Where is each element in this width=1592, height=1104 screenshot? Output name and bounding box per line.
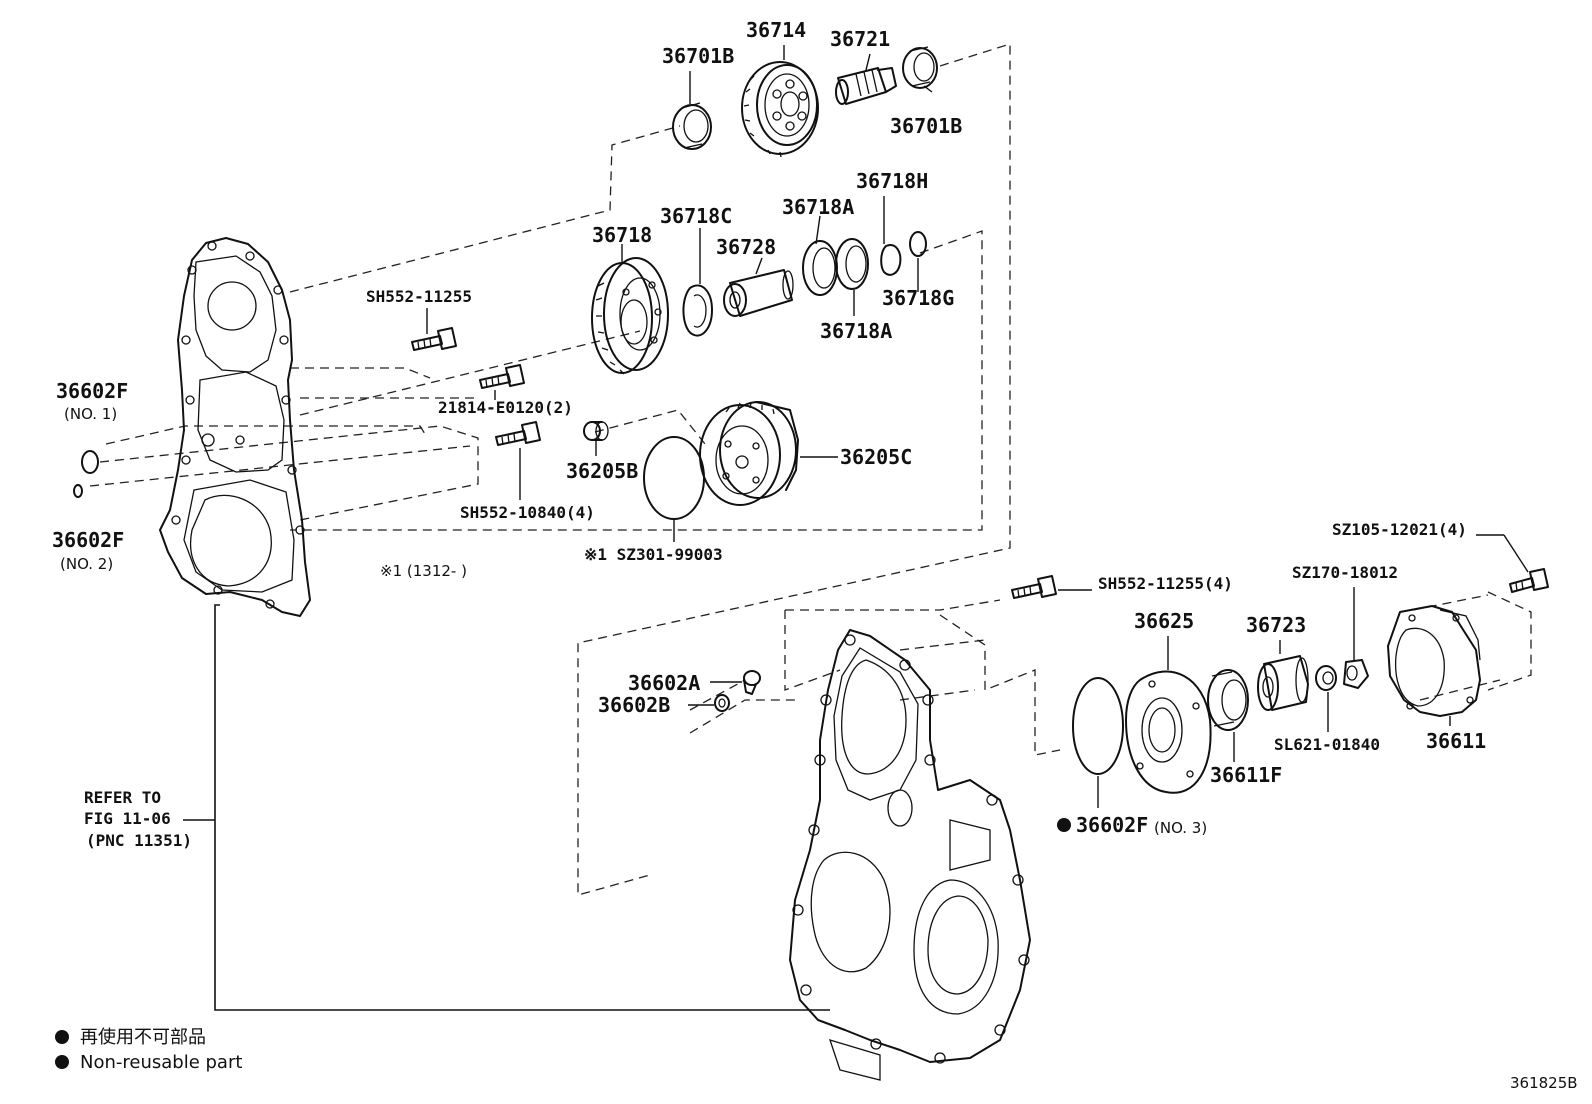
o-ring-36602F-no3 (1072, 677, 1124, 775)
label-36602A: 36602A (628, 671, 700, 695)
label-36718A-top: 36718A (782, 195, 854, 219)
part-labels: 36701B 36714 36721 36701B 36718H 36718C … (52, 18, 1486, 850)
label-36718H: 36718H (856, 169, 928, 193)
label-36602B: 36602B (598, 693, 670, 717)
label-SH552-10840: SH552-10840(4) (460, 503, 595, 522)
label-36701B-top: 36701B (662, 44, 734, 68)
sleeve-36728 (723, 269, 794, 317)
label-SZ170-18012: SZ170-18012 (1292, 563, 1398, 582)
label-SZ105-12021: SZ105-12021(4) (1332, 520, 1467, 539)
rear-cover-36611 (1387, 605, 1481, 717)
label-36602F-no1: 36602F (56, 379, 128, 403)
label-36721: 36721 (830, 27, 890, 51)
label-36205B: 36205B (566, 459, 638, 483)
legend-jp: 再使用不可部品 (80, 1027, 206, 1048)
assembly-frame (183, 604, 830, 1011)
label-36602F-no3: 36602F (1076, 813, 1148, 837)
hub-36723 (1257, 655, 1309, 711)
legend-en: Non-reusable part (80, 1052, 242, 1073)
snap-ring-36718C (682, 284, 713, 337)
bolt-SH552-11255 (411, 327, 457, 351)
label-36714: 36714 (746, 18, 806, 42)
label-36611F: 36611F (1210, 763, 1282, 787)
o-ring-36718G (909, 231, 927, 257)
bearing-36718A-left (802, 240, 838, 296)
main-case (789, 629, 1031, 1081)
cover-36625 (1125, 670, 1212, 794)
label-36205C: 36205C (840, 445, 912, 469)
bolt-SH552-11255-4 (1011, 575, 1057, 599)
label-SH552-11255: SH552-11255 (366, 287, 472, 306)
label-36718: 36718 (592, 223, 652, 247)
dashed-assembly-lines (89, 43, 1532, 896)
bolt-21814-E0120 (479, 364, 525, 389)
gear-36718 (591, 257, 669, 375)
o-ring-36602F-no2 (73, 484, 83, 498)
label-36611: 36611 (1426, 729, 1486, 753)
legend: 再使用不可部品 Non-reusable part (55, 1027, 242, 1073)
label-36701B-right: 36701B (890, 114, 962, 138)
label-36723: 36723 (1246, 613, 1306, 637)
label-36718G: 36718G (882, 286, 954, 310)
bushing-36205B (583, 421, 609, 441)
refer-bracket-line (214, 604, 830, 1011)
leader-lines (426, 45, 1529, 808)
label-36602F-no2: 36602F (52, 528, 124, 552)
label-36625: 36625 (1134, 609, 1194, 633)
label-36728: 36728 (716, 235, 776, 259)
refer-line-3: (PNC 11351) (86, 831, 192, 850)
figure-id: 361825B (1510, 1074, 1578, 1092)
gear-36714 (741, 61, 819, 158)
snap-ring-36718H (880, 244, 902, 276)
gasket-36602B (714, 694, 730, 712)
front-cover-left (159, 237, 311, 617)
label-36718A-bottom: 36718A (820, 319, 892, 343)
o-ring-SZ301-99003 (643, 436, 705, 520)
refer-line-2: FIG 11-06 (84, 809, 171, 828)
washer-SL621-01840 (1315, 665, 1337, 691)
bolt-SH552-10840 (495, 421, 541, 446)
bolt-SZ105-12021 (1509, 568, 1549, 593)
o-ring-36602F-no1 (81, 450, 99, 474)
label-36602F-no1-sub: (NO. 1) (64, 405, 117, 423)
label-note-1312: ※1 (1312- ) (380, 562, 467, 580)
non-reusable-marker-icon (1057, 818, 1071, 832)
shaft-36721 (835, 67, 897, 105)
label-21814-E0120: 21814-E0120(2) (438, 398, 573, 417)
refer-line-1: REFER TO (84, 788, 161, 807)
legend-filled-circle-icon-2 (55, 1055, 69, 1069)
label-36718C: 36718C (660, 204, 732, 228)
gear-36205C (699, 401, 799, 506)
label-SL621-01840: SL621-01840 (1274, 735, 1380, 754)
label-36602F-no2-sub: (NO. 2) (60, 555, 113, 573)
nut-SZ170-18012 (1343, 659, 1369, 689)
oil-seal-36611F (1207, 669, 1249, 731)
label-SH552-11255-4: SH552-11255(4) (1098, 574, 1233, 593)
bearing-36701B-right (902, 46, 938, 89)
bearing-36701B-top (672, 102, 712, 150)
label-36602F-no3-sub: (NO. 3) (1154, 819, 1207, 837)
label-SZ301-99003: ※1 SZ301-99003 (584, 545, 723, 564)
plug-36602A (743, 670, 761, 695)
bearing-36718A-right (835, 238, 869, 290)
legend-filled-circle-icon (55, 1030, 69, 1044)
